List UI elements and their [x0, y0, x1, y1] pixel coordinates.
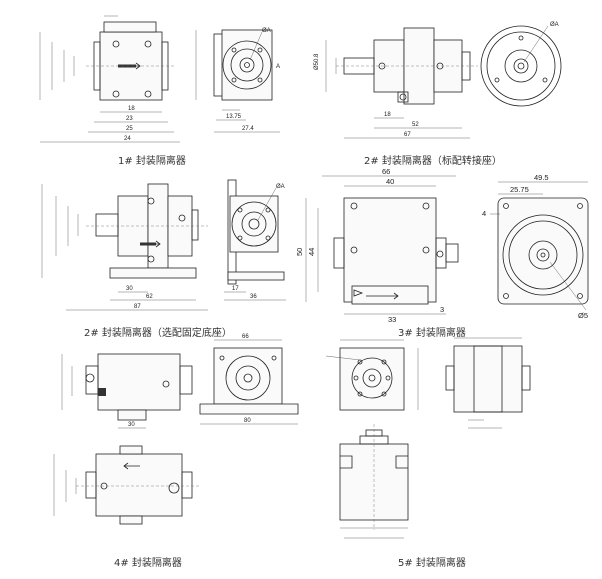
dim-4-44: 44 [307, 248, 316, 256]
dim-4-3: 3 [440, 305, 444, 314]
dim-4-phi5: Ø5 [578, 311, 588, 320]
dim-4-50: 50 [295, 248, 304, 256]
dim-2-52: 52 [412, 122, 419, 128]
caption-2: 2# 封装隔离器（标配转接座） [364, 154, 502, 167]
drawing-2-end-view: ØA [480, 22, 562, 107]
dim-3-36: 36 [250, 294, 257, 300]
drawing-1-side-view: 18 23 25 24 [39, 15, 180, 143]
svg-text:18: 18 [128, 106, 135, 112]
svg-text:24: 24 [124, 136, 131, 142]
dim-4-495: 49.5 [534, 173, 549, 182]
dim-4-33: 33 [388, 315, 396, 324]
drawing-2-side-view: 18 52 67 Ø50.8 [314, 27, 478, 139]
dim-4-2575: 25.75 [510, 185, 529, 194]
caption-6: 5# 封装隔离器 [398, 556, 466, 569]
dim-2-18: 18 [384, 112, 391, 118]
dim-2-67: 67 [404, 132, 411, 138]
dim-4-66: 66 [382, 167, 390, 176]
drawing-5-lower-view [53, 445, 200, 525]
drawing-1-front-view: ØA 13.75 27.4 A [195, 28, 280, 133]
svg-text:66: 66 [242, 334, 249, 340]
dim-3-phiA: ØA [276, 184, 285, 190]
drawing-4-side-view: 66 40 50 44 33 3 [295, 167, 459, 324]
dim-4-4: 4 [482, 209, 486, 218]
dim-3-87: 87 [134, 304, 141, 310]
drawing-5-front-view: 66 80 [199, 334, 299, 425]
caption-5: 4# 封装隔离器 [114, 556, 182, 569]
caption-3: 2# 封装隔离器（选配固定底座） [84, 326, 232, 339]
svg-text:A: A [276, 64, 280, 70]
dim-3-17: 17 [232, 286, 239, 292]
svg-text:30: 30 [128, 422, 135, 428]
dim-4-40: 40 [386, 177, 394, 186]
dim-2-phiA: ØA [550, 22, 559, 28]
svg-text:27.4: 27.4 [242, 126, 254, 132]
dim-1-phiA: ØA [262, 28, 271, 34]
drawing-4-end-view: 49.5 25.75 4 Ø5 [482, 173, 589, 320]
drawing-3-front-view: ØA 17 36 [224, 179, 286, 301]
svg-text:23: 23 [126, 116, 133, 122]
svg-text:25: 25 [126, 126, 133, 132]
drawing-6-lower-view [339, 424, 409, 539]
dim-3-62: 62 [146, 294, 153, 300]
caption-4: 3# 封装隔离器 [398, 326, 466, 339]
svg-text:13.75: 13.75 [226, 114, 242, 120]
svg-text:30: 30 [126, 286, 133, 292]
svg-text:Ø50.8: Ø50.8 [314, 53, 320, 70]
caption-1: 1# 封装隔离器 [118, 154, 186, 167]
drawing-6-side-view [445, 337, 531, 429]
dim-5-80: 80 [244, 418, 251, 424]
drawing-3-side-view: 30 62 87 [41, 183, 208, 311]
drawing-5-upper-view: 30 [61, 353, 193, 429]
drawing-6-front-view [325, 339, 419, 411]
